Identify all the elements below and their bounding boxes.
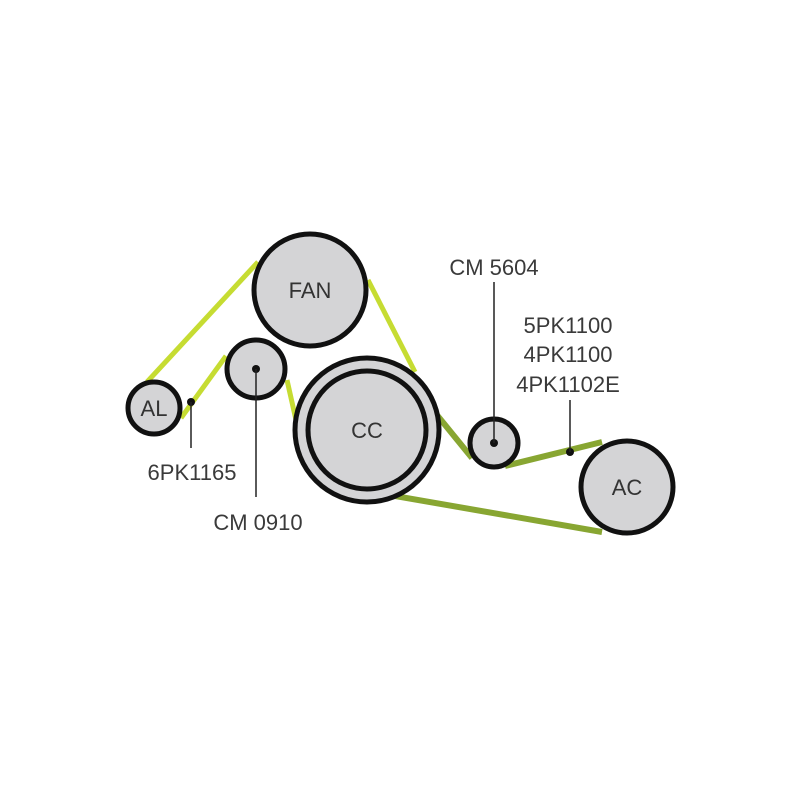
pulley-ac-label: AC (612, 475, 643, 500)
pulley-fan-label: FAN (289, 278, 332, 303)
callout-6pk1165: 6PK1165 (148, 398, 237, 485)
label-cm0910: CM 0910 (213, 510, 302, 535)
label-cm5604: CM 5604 (449, 255, 538, 280)
label-5pk1100: 5PK1100 (524, 313, 613, 338)
pulley-cc: CC (292, 355, 442, 505)
pulley-ac: AC (578, 438, 676, 536)
callout-cm0910: CM 0910 (213, 369, 303, 535)
pulley-al: AL (125, 379, 183, 437)
label-4pk1100: 4PK1100 (524, 342, 613, 367)
label-6pk1165: 6PK1165 (148, 460, 237, 485)
pulley-fan: FAN (251, 231, 369, 349)
pulley-cc-label: CC (351, 418, 383, 443)
callout-5pk1100: 5PK1100 4PK1100 4PK1102E (516, 313, 620, 456)
pulley-al-label: AL (141, 396, 168, 421)
callout-cm5604: CM 5604 (449, 255, 539, 443)
label-4pk1102e: 4PK1102E (516, 372, 620, 397)
